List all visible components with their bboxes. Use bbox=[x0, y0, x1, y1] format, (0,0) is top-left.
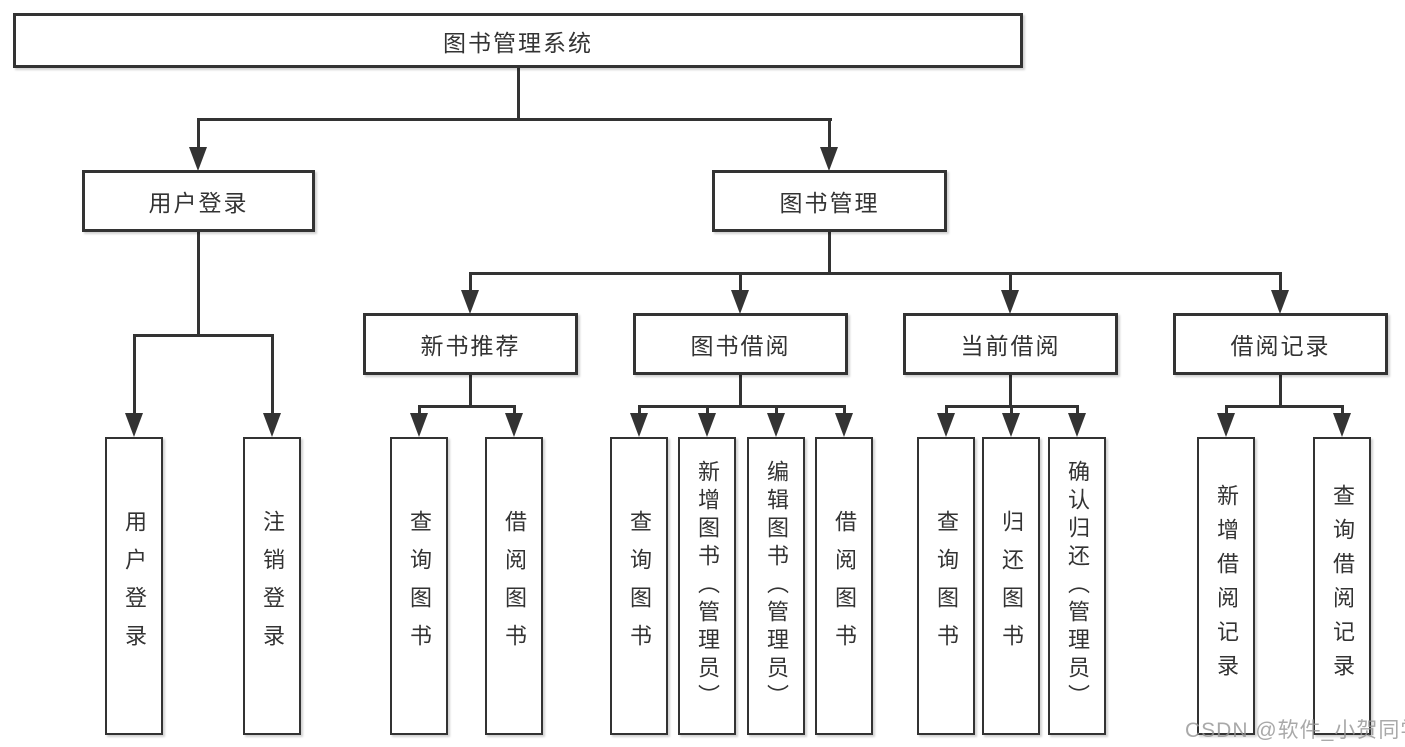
connector-line bbox=[197, 120, 200, 148]
node-current-borrowing: 当前借阅 bbox=[903, 313, 1118, 375]
leaf-query-books-borrowing: 查询图书 bbox=[610, 437, 668, 735]
connector-line bbox=[1279, 375, 1282, 408]
connector-line bbox=[197, 232, 200, 337]
connector-line bbox=[638, 405, 846, 408]
leaf-query-books-recommend: 查询图书 bbox=[390, 437, 448, 735]
connector-line bbox=[1279, 274, 1282, 292]
connector-line bbox=[1076, 407, 1079, 416]
arrow-down-icon bbox=[820, 147, 838, 171]
connector-line bbox=[1009, 274, 1012, 292]
connector-line bbox=[1225, 405, 1344, 408]
connector-line bbox=[739, 375, 742, 408]
arrow-down-icon bbox=[937, 413, 955, 437]
connector-line bbox=[945, 405, 1079, 408]
leaf-edit-book-admin: 编辑图书（管理员） bbox=[747, 437, 805, 735]
arrow-down-icon bbox=[461, 290, 479, 314]
arrow-down-icon bbox=[505, 413, 523, 437]
connector-line bbox=[638, 407, 641, 416]
arrow-down-icon bbox=[1002, 413, 1020, 437]
connector-line bbox=[133, 336, 136, 415]
connector-line bbox=[706, 407, 709, 416]
connector-line bbox=[418, 407, 421, 416]
node-new-book-recommend: 新书推荐 bbox=[363, 313, 578, 375]
leaf-return-book: 归还图书 bbox=[982, 437, 1040, 735]
connector-line bbox=[1225, 407, 1228, 416]
arrow-down-icon bbox=[835, 413, 853, 437]
arrow-down-icon bbox=[125, 413, 143, 437]
leaf-logout: 注销登录 bbox=[243, 437, 301, 735]
arrow-down-icon bbox=[189, 147, 207, 171]
arrow-down-icon bbox=[767, 413, 785, 437]
csdn-watermark: CSDN @软件_小贺同学 bbox=[1185, 719, 1405, 742]
connector-line bbox=[945, 407, 948, 416]
connector-line bbox=[469, 272, 1282, 275]
connector-line bbox=[1010, 407, 1013, 416]
arrow-down-icon bbox=[1333, 413, 1351, 437]
connector-line bbox=[1341, 407, 1344, 416]
connector-line bbox=[517, 67, 520, 120]
connector-line bbox=[739, 274, 742, 292]
node-library-management-system: 图书管理系统 bbox=[13, 13, 1023, 68]
arrow-down-icon bbox=[1068, 413, 1086, 437]
connector-line bbox=[271, 336, 274, 415]
leaf-confirm-return-admin: 确认归还（管理员） bbox=[1048, 437, 1106, 735]
node-borrowing-records: 借阅记录 bbox=[1173, 313, 1388, 375]
arrow-down-icon bbox=[1271, 290, 1289, 314]
leaf-user-login: 用户登录 bbox=[105, 437, 163, 735]
leaf-query-books-current: 查询图书 bbox=[917, 437, 975, 735]
connector-line bbox=[775, 407, 778, 416]
leaf-add-borrow-record: 新增借阅记录 bbox=[1197, 437, 1255, 735]
leaf-query-borrow-record: 查询借阅记录 bbox=[1313, 437, 1371, 735]
node-user-login: 用户登录 bbox=[82, 170, 315, 232]
arrow-down-icon bbox=[698, 413, 716, 437]
connector-line bbox=[828, 232, 831, 275]
leaf-borrow-books-recommend: 借阅图书 bbox=[485, 437, 543, 735]
connector-line bbox=[1009, 375, 1012, 408]
connector-line bbox=[197, 118, 832, 121]
connector-line bbox=[828, 120, 831, 148]
node-book-borrowing: 图书借阅 bbox=[633, 313, 848, 375]
leaf-borrow-books: 借阅图书 bbox=[815, 437, 873, 735]
connector-line bbox=[469, 375, 472, 408]
leaf-add-book-admin: 新增图书（管理员） bbox=[678, 437, 736, 735]
connector-line bbox=[513, 407, 516, 416]
connector-line bbox=[469, 274, 472, 292]
connector-line bbox=[133, 334, 274, 337]
arrow-down-icon bbox=[1217, 413, 1235, 437]
arrow-down-icon bbox=[410, 413, 428, 437]
arrow-down-icon bbox=[1001, 290, 1019, 314]
connector-line bbox=[843, 407, 846, 416]
arrow-down-icon bbox=[731, 290, 749, 314]
connector-line bbox=[418, 405, 516, 408]
node-book-management: 图书管理 bbox=[712, 170, 947, 232]
arrow-down-icon bbox=[263, 413, 281, 437]
arrow-down-icon bbox=[630, 413, 648, 437]
